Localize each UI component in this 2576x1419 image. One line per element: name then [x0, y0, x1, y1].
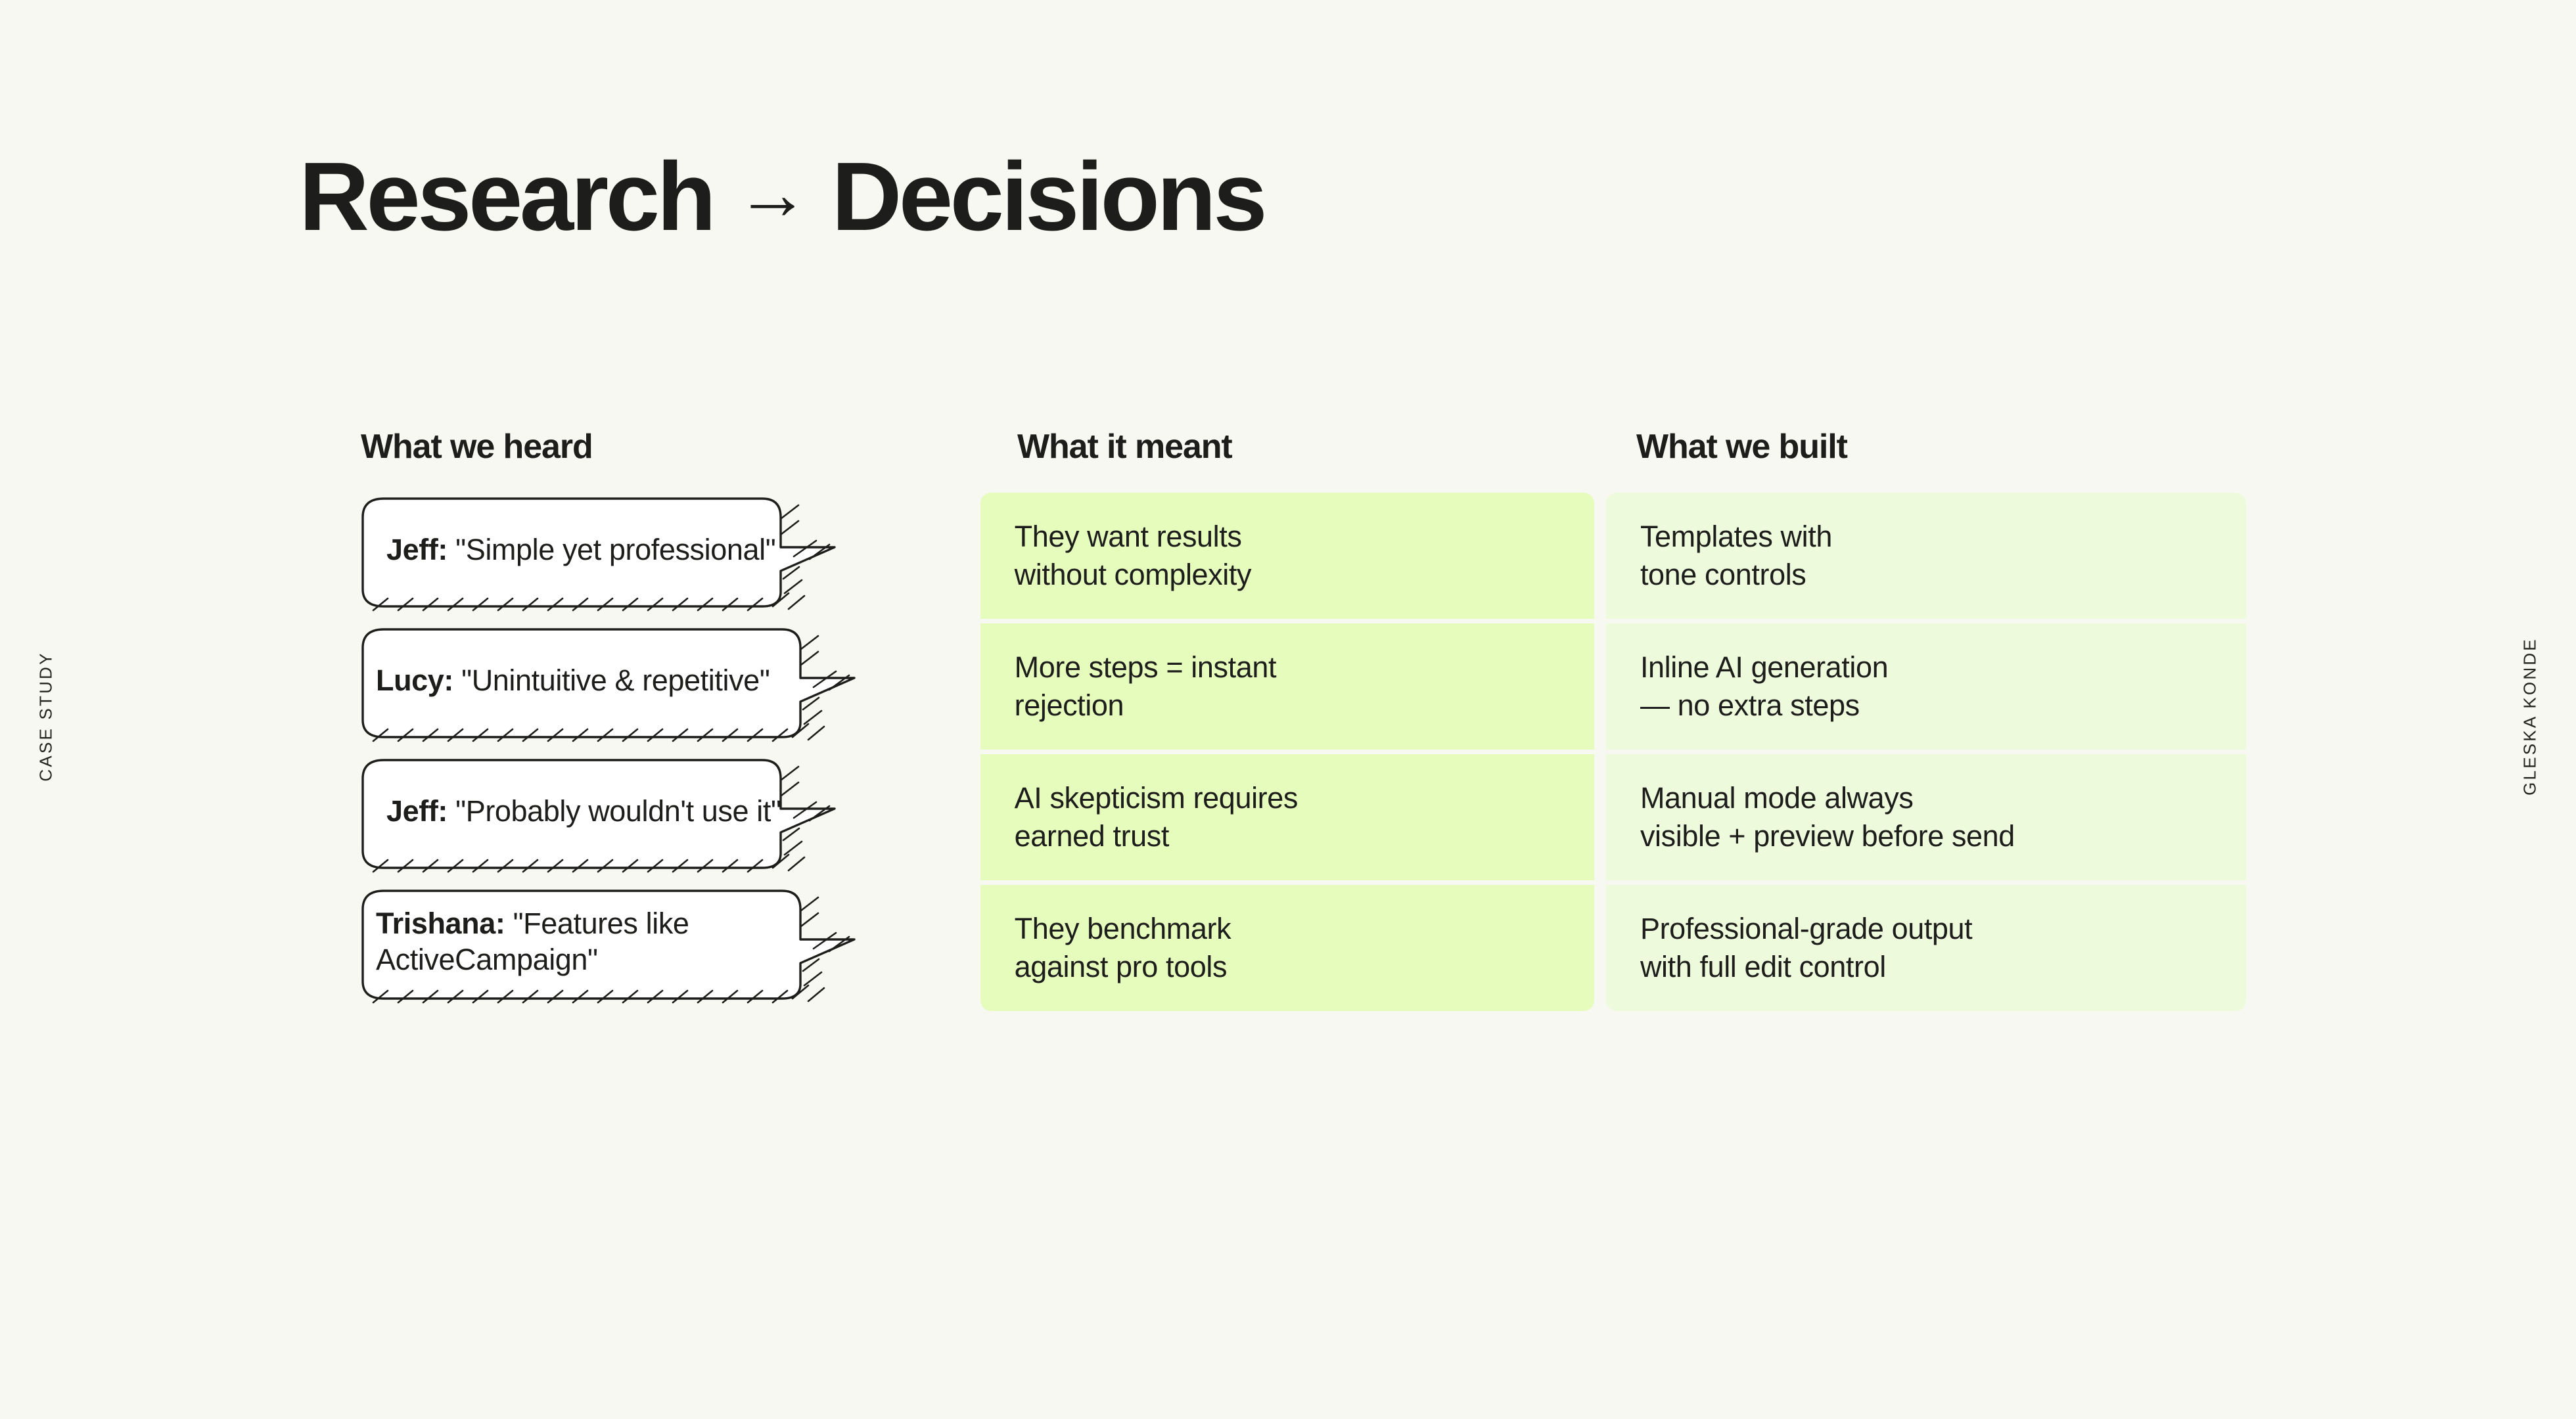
quote-text: Jeff: "Simple yet professional"	[360, 493, 860, 606]
column-header-what-we-heard: What we heard	[361, 428, 593, 466]
built-line-1: Professional-grade output	[1640, 911, 1973, 945]
table-header-row: What we heard What it meant What we buil…	[360, 388, 2246, 466]
built-cell: Inline AI generation — no extra steps	[1605, 623, 2246, 750]
meaning-line-2: without complexity	[1014, 558, 1252, 591]
quote-text: Lucy: "Unintuitive & repetitive"	[360, 624, 879, 737]
quote-body: "Simple yet professional"	[455, 532, 776, 566]
meaning-line-1: AI skepticism requires	[1014, 780, 1299, 815]
built-cell: Professional-grade output with full edit…	[1605, 885, 2246, 1011]
quote-body: "Unintuitive & repetitive"	[461, 663, 770, 697]
quote-body: "Probably wouldn't use it"	[455, 794, 781, 828]
meaning-cell: They benchmark against pro tools	[980, 885, 1594, 1011]
table-row: Lucy: "Unintuitive & repetitive" More st…	[360, 623, 2246, 750]
table-row: Jeff: "Simple yet professional" They wan…	[360, 493, 2246, 619]
speech-bubble-shape	[361, 759, 836, 873]
quote-speaker: Trishana:	[376, 907, 513, 941]
built-line-2: visible + preview before send	[1640, 819, 2015, 853]
quote-speaker: Jeff:	[386, 794, 456, 828]
table-row: Trishana: "Features like ActiveCampaign"…	[360, 885, 2246, 1011]
case-study-side-label: CASE STUDY	[35, 651, 56, 782]
quote-cell: Trishana: "Features like ActiveCampaign"	[360, 885, 980, 1011]
meaning-line-2: rejection	[1014, 688, 1124, 722]
built-line-2: tone controls	[1640, 558, 1806, 591]
built-line-1: Inline AI generation	[1640, 650, 1889, 684]
page-title: Research → Decisions	[299, 141, 1268, 253]
quote-speaker: Lucy:	[376, 663, 462, 697]
quote-text: Jeff: "Probably wouldn't use it"	[360, 755, 860, 868]
speech-bubble: Jeff: "Probably wouldn't use it"	[360, 755, 860, 880]
quote-cell: Jeff: "Simple yet professional"	[360, 493, 980, 619]
quote-cell: Jeff: "Probably wouldn't use it"	[360, 754, 980, 880]
built-line-1: Manual mode always	[1640, 780, 1914, 815]
speech-bubble: Trishana: "Features like ActiveCampaign"	[360, 886, 879, 1010]
arrow-right-icon: →	[735, 152, 810, 235]
speech-bubble-shape	[361, 628, 856, 742]
meaning-line-1: They benchmark	[1014, 911, 1231, 945]
built-line-2: — no extra steps	[1640, 688, 1860, 722]
brand-side-label: GLESKA KONDE	[2519, 637, 2540, 796]
quote-text: Trishana: "Features like ActiveCampaign"	[360, 886, 879, 999]
title-part-research: Research	[299, 143, 716, 251]
quote-speaker: Jeff:	[386, 532, 456, 566]
meaning-cell: More steps = instant rejection	[980, 623, 1594, 750]
column-header-what-we-built: What we built	[1636, 428, 1848, 466]
table-body: Jeff: "Simple yet professional" They wan…	[360, 493, 2246, 1011]
meaning-line-2: against pro tools	[1014, 950, 1228, 983]
built-cell: Manual mode always visible + preview bef…	[1605, 754, 2246, 880]
speech-bubble-shape	[361, 890, 856, 1004]
research-decisions-table: What we heard What it meant What we buil…	[360, 388, 2246, 1016]
title-part-decisions: Decisions	[831, 143, 1267, 251]
table-row: Jeff: "Probably wouldn't use it" AI skep…	[360, 754, 2246, 880]
speech-bubble: Jeff: "Simple yet professional"	[360, 493, 860, 618]
quote-body: "Features like ActiveCampaign"	[376, 907, 689, 976]
meaning-line-2: earned trust	[1014, 819, 1170, 853]
quote-cell: Lucy: "Unintuitive & repetitive"	[360, 623, 980, 750]
built-line-1: Templates with	[1640, 519, 1832, 553]
meaning-line-1: They want results	[1014, 519, 1242, 553]
speech-bubble-shape	[361, 497, 836, 612]
speech-bubble: Lucy: "Unintuitive & repetitive"	[360, 624, 879, 749]
meaning-line-1: More steps = instant	[1014, 650, 1277, 684]
meaning-cell: They want results without complexity	[980, 493, 1594, 619]
meaning-cell: AI skepticism requires earned trust	[980, 754, 1594, 880]
built-cell: Templates with tone controls	[1605, 493, 2246, 619]
built-line-2: with full edit control	[1640, 950, 1886, 983]
column-header-what-it-meant: What it meant	[1017, 428, 1233, 466]
